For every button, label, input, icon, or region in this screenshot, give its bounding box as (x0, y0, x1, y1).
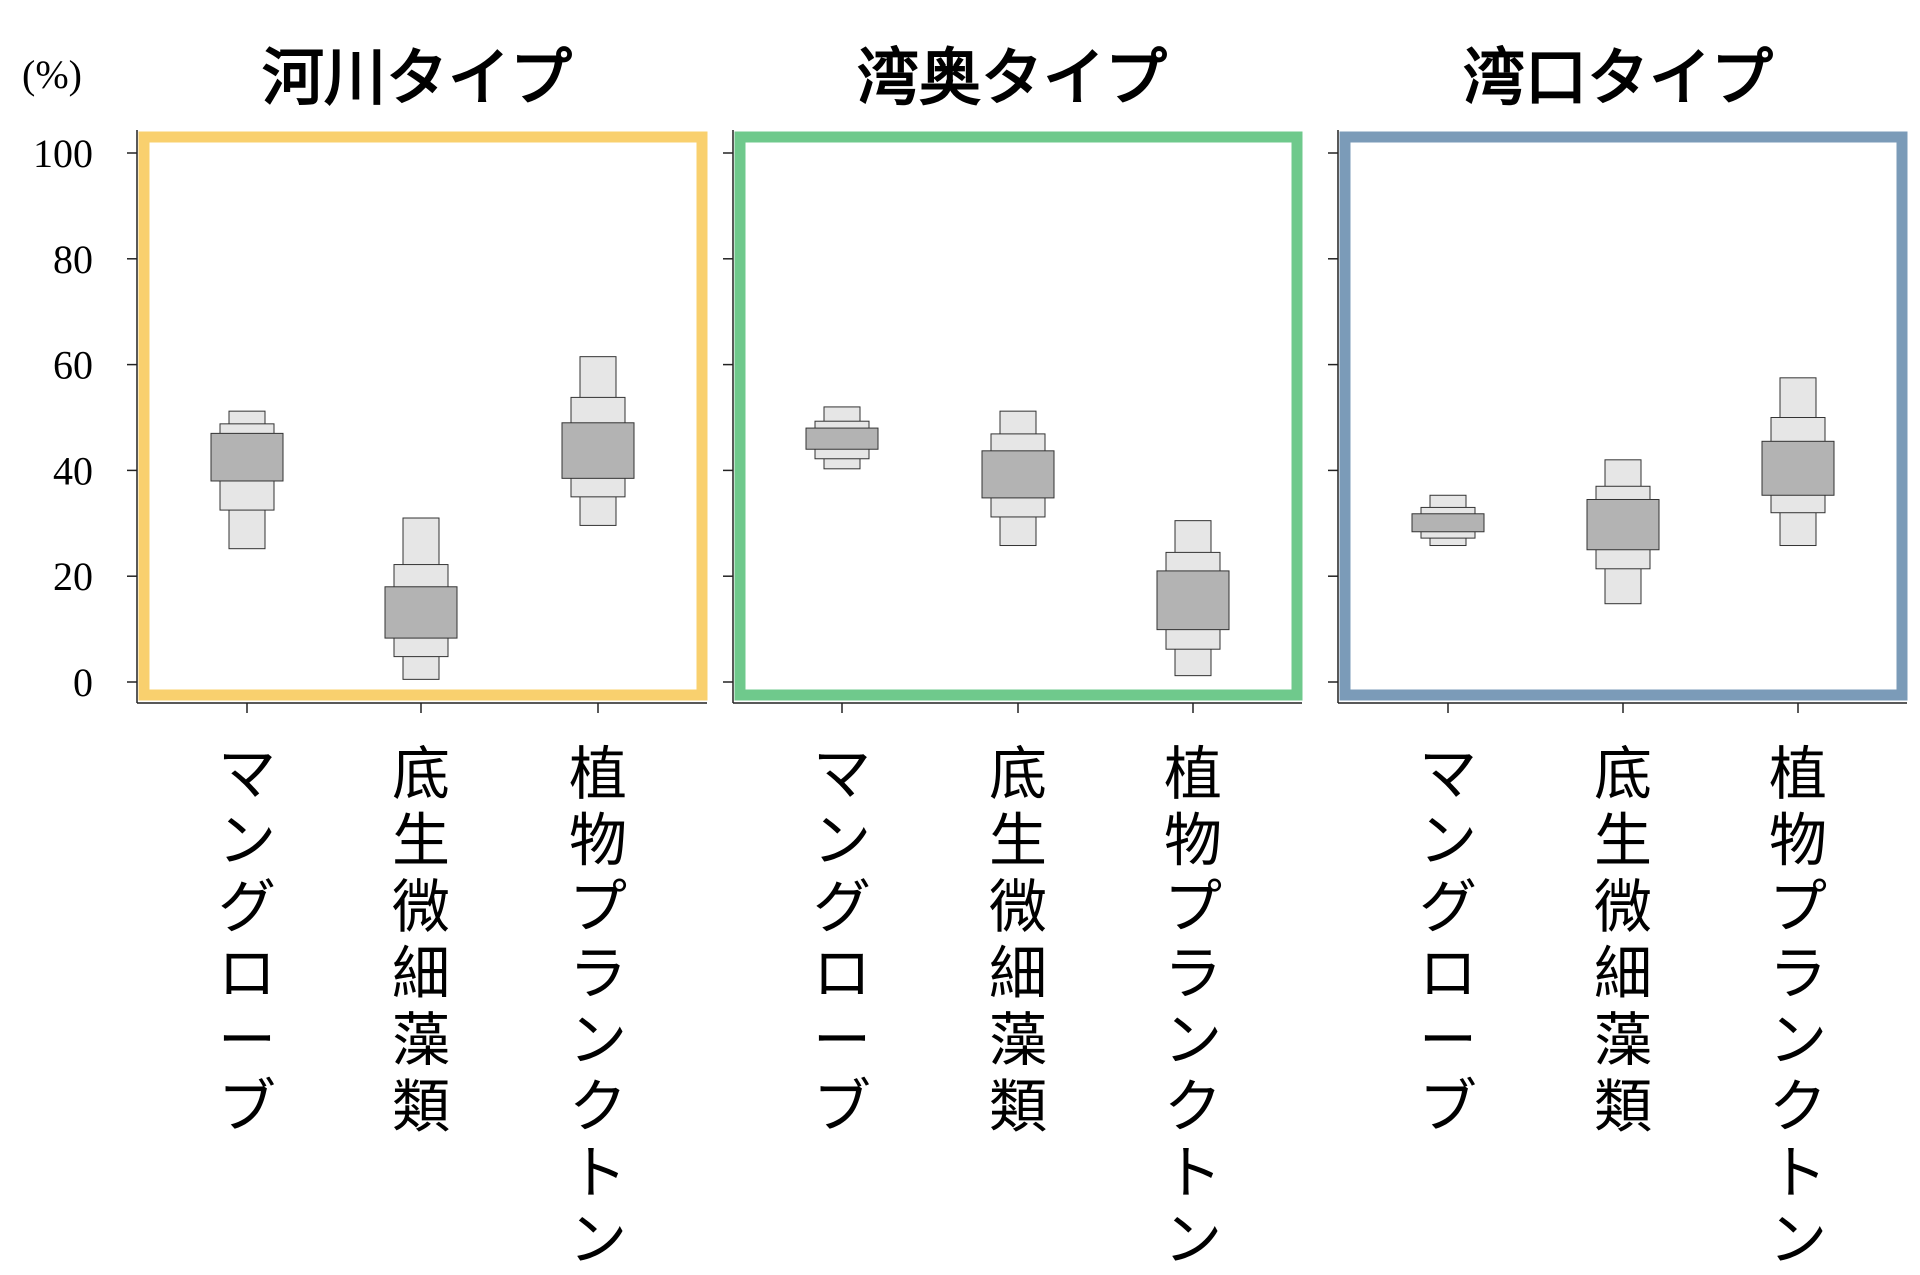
y-tick-label-100: 100 (33, 131, 93, 176)
panel-frame (1339, 131, 1908, 701)
box-1 (805, 406, 879, 470)
box-3 (561, 356, 635, 526)
y-axis: 0 20 40 60 80 100 (33, 131, 93, 705)
panel-frame (138, 131, 708, 701)
box-1 (1411, 494, 1485, 547)
category-label: 底生微細藻類 (392, 740, 450, 1141)
category-label: マングローブ (218, 740, 276, 1141)
box-3 (1156, 520, 1230, 677)
box-inner-range (561, 422, 635, 479)
panel-title: 河川タイプ (262, 41, 572, 114)
box-2 (384, 517, 458, 680)
panel-title: 湾奥タイプ (857, 41, 1167, 114)
box-1 (210, 410, 284, 550)
y-tick-label-40: 40 (53, 448, 93, 493)
box-inner-range (981, 450, 1055, 499)
category-label: マングローブ (1419, 740, 1477, 1141)
y-tick-label-80: 80 (53, 237, 93, 282)
category-label: 植物プランクトン (569, 740, 627, 1274)
panel-frame (734, 131, 1303, 701)
y-tick-label-0: 0 (73, 660, 93, 705)
y-tick-label-60: 60 (53, 343, 93, 388)
category-label: マングローブ (813, 740, 871, 1141)
box-inner-range (384, 586, 458, 639)
category-label: 植物プランクトン (1769, 740, 1827, 1274)
y-unit-label: (%) (22, 52, 82, 97)
category-label: 底生微細藻類 (989, 740, 1047, 1141)
box-2 (981, 410, 1055, 547)
box-2 (1586, 459, 1660, 605)
box-inner-range (210, 432, 284, 482)
box-inner-range (1761, 440, 1835, 496)
panel-title: 湾口タイプ (1463, 41, 1773, 114)
category-label: 植物プランクトン (1164, 740, 1222, 1274)
box-3 (1761, 377, 1835, 547)
box-inner-range (1586, 498, 1660, 551)
box-inner-range (1156, 570, 1230, 631)
box-inner-range (805, 427, 879, 450)
box-inner-range (1411, 513, 1485, 533)
category-label: 底生微細藻類 (1594, 740, 1652, 1141)
y-tick-label-20: 20 (53, 554, 93, 599)
